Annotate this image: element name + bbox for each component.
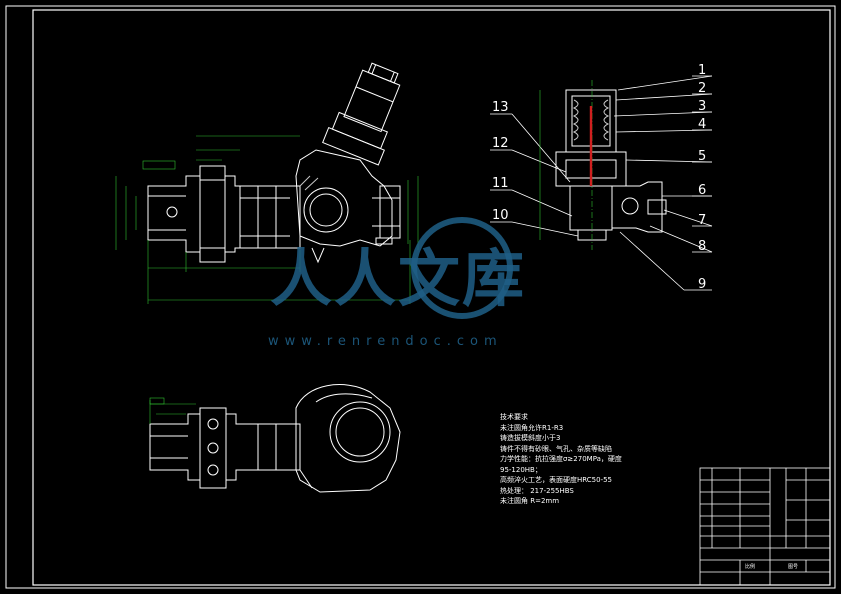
callout-leaders <box>490 75 713 291</box>
outer-border <box>5 5 836 589</box>
tech-req-title: 技术要求 <box>500 413 528 421</box>
callout-7: 7 <box>698 213 706 228</box>
callout-5: 5 <box>698 149 706 164</box>
title-block-scale-label: 比例 <box>745 563 755 570</box>
callout-11: 11 <box>492 176 509 191</box>
tech-req-line-6: 高频淬火工艺，表面硬度HRC50-55 <box>500 476 613 484</box>
plan-view-dimensions <box>149 397 196 424</box>
callout-10: 10 <box>492 208 509 223</box>
inner-border <box>32 9 831 586</box>
front-view <box>147 62 401 264</box>
title-block-drawing-no-label: 图号 <box>788 564 798 570</box>
callout-2: 2 <box>698 81 706 96</box>
tech-req-line-2: 铸造拔模斜度小于3 <box>500 434 561 442</box>
callout-3: 3 <box>698 99 706 114</box>
callout-8: 8 <box>698 239 706 254</box>
tech-req-line-5: 95-120HB； <box>500 465 542 474</box>
tech-req-line-8: 未注圆角 R=2mm <box>500 497 560 505</box>
callout-4: 4 <box>698 117 706 132</box>
callout-1: 1 <box>698 63 706 78</box>
tech-req-line-7: 热处理： 217-255HBS <box>500 486 574 495</box>
front-view-dimensions <box>115 135 419 304</box>
callout-6: 6 <box>698 183 706 198</box>
tech-req-line-4: 力学性能：抗拉强度σ≥270MPa，硬度 <box>500 455 622 463</box>
plan-view <box>149 384 401 493</box>
tech-req-line-1: 未注圆角允许R1-R3 <box>500 423 564 432</box>
callout-9: 9 <box>698 277 706 292</box>
callout-numbers: 1 2 3 4 5 6 7 8 9 10 11 12 13 <box>492 63 706 292</box>
section-view <box>555 89 667 241</box>
callout-12: 12 <box>492 136 509 151</box>
title-block <box>699 467 831 586</box>
technical-requirements: 技术要求 未注圆角允许R1-R3 铸造拔模斜度小于3 铸件不得有砂眼、气孔、杂质… <box>500 412 622 507</box>
tech-req-line-3: 铸件不得有砂眼、气孔、杂质等缺陷 <box>500 444 612 453</box>
callout-13: 13 <box>492 100 509 115</box>
